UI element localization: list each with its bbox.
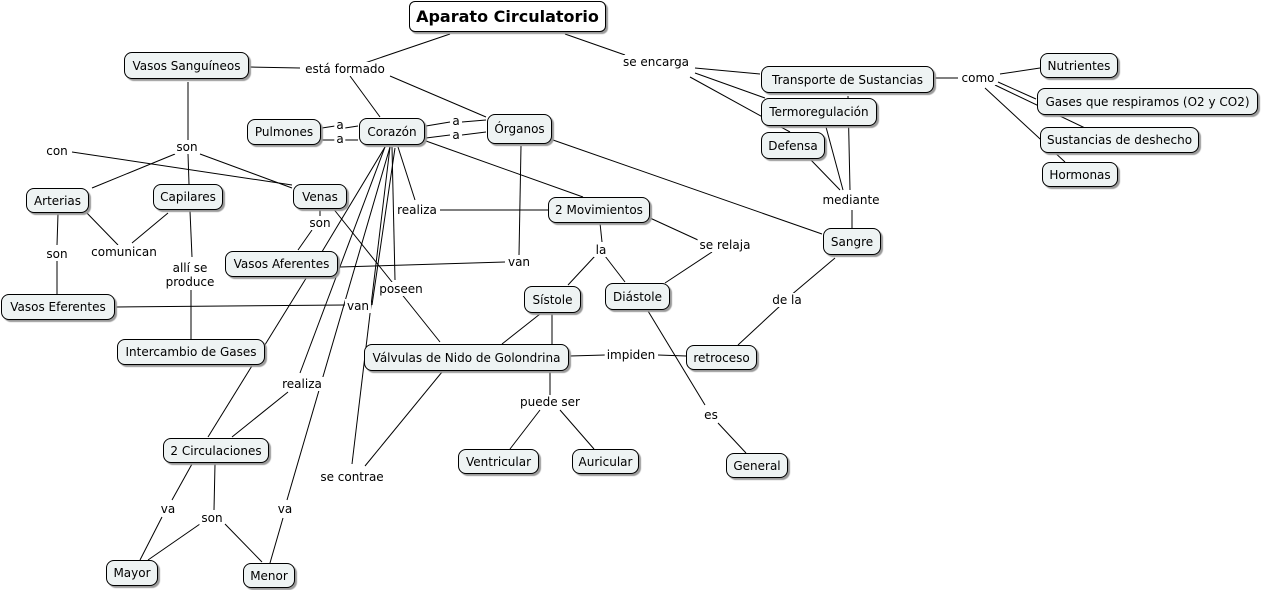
node-label: Transporte de Sustancias bbox=[772, 72, 923, 87]
node-label: Arterias bbox=[33, 193, 82, 208]
node-label: Órganos bbox=[494, 122, 545, 136]
node-sangre[interactable]: Sangre bbox=[823, 228, 881, 255]
node-label: Sangre bbox=[830, 234, 874, 249]
node-label: Válvulas de Nido de Golondrina bbox=[372, 350, 561, 365]
link-se-relaja: se relaja bbox=[697, 238, 753, 252]
node-label: 2 Movimientos bbox=[555, 203, 643, 217]
node-label: Hormonas bbox=[1049, 167, 1111, 182]
node-defensa[interactable]: Defensa bbox=[761, 132, 825, 159]
link-se-encarga: se encarga bbox=[620, 55, 692, 69]
node-retroceso[interactable]: retroceso bbox=[686, 345, 757, 370]
link-van: van bbox=[344, 299, 372, 313]
node-intercambio-gases[interactable]: Intercambio de Gases bbox=[117, 339, 265, 365]
node-auricular[interactable]: Auricular bbox=[572, 449, 639, 474]
node-gases-respiramos[interactable]: Gases que respiramos (O2 y CO2) bbox=[1037, 88, 1258, 115]
node-label: Ventricular bbox=[465, 454, 532, 469]
node-label: Capilares bbox=[160, 190, 216, 204]
node-label: Mayor bbox=[113, 566, 151, 580]
link-se-contrae: se contrae bbox=[318, 470, 386, 484]
link-puede-ser: puede ser bbox=[518, 395, 582, 409]
link-esta-formado: está formado bbox=[303, 62, 387, 76]
node-vasos-aferentes[interactable]: Vasos Aferentes bbox=[225, 251, 338, 277]
link-son: son bbox=[199, 511, 225, 525]
node-label: Vasos Eferentes bbox=[10, 300, 106, 314]
node-termoregulacion[interactable]: Termoregulación bbox=[761, 98, 877, 126]
node-arterias[interactable]: Arterias bbox=[26, 188, 89, 213]
link-va: va bbox=[158, 502, 178, 516]
node-transporte[interactable]: Transporte de Sustancias bbox=[761, 66, 934, 93]
node-label: 2 Circulaciones bbox=[170, 443, 262, 458]
link-es: es bbox=[702, 408, 720, 422]
link-a: a bbox=[450, 128, 462, 142]
node-2-movimientos[interactable]: 2 Movimientos bbox=[548, 197, 650, 223]
node-general[interactable]: General bbox=[726, 453, 788, 478]
node-valvulas[interactable]: Válvulas de Nido de Golondrina bbox=[364, 344, 569, 371]
link-realiza: realiza bbox=[395, 203, 439, 217]
node-mayor[interactable]: Mayor bbox=[106, 560, 158, 586]
link-text-line: allí se bbox=[172, 261, 208, 275]
node-nutrientes[interactable]: Nutrientes bbox=[1040, 53, 1118, 78]
title-node[interactable]: Aparato Circulatorio bbox=[409, 1, 606, 32]
node-label: General bbox=[733, 458, 781, 473]
node-label: Diástole bbox=[613, 289, 662, 304]
link-va: va bbox=[275, 502, 295, 516]
link-con: con bbox=[44, 144, 70, 158]
link-comunican: comunican bbox=[89, 245, 159, 259]
node-label: Nutrientes bbox=[1047, 58, 1111, 73]
node-label: Pulmones bbox=[254, 125, 314, 139]
node-label: Sustancias de deshecho bbox=[1046, 133, 1193, 147]
node-label: Venas bbox=[302, 189, 338, 204]
link-impiden: impiden bbox=[604, 348, 658, 362]
node-hormonas[interactable]: Hormonas bbox=[1042, 162, 1118, 187]
link-realiza: realiza bbox=[280, 377, 324, 391]
node-label: Vasos Aferentes bbox=[233, 257, 330, 271]
link-text-line: produce bbox=[165, 275, 215, 289]
node-label: Auricular bbox=[578, 454, 633, 469]
title-text: Aparato Circulatorio bbox=[416, 7, 599, 26]
link-van: van bbox=[505, 255, 533, 269]
node-label: Corazón bbox=[367, 124, 417, 139]
node-label: Intercambio de Gases bbox=[125, 345, 257, 359]
node-diastole[interactable]: Diástole bbox=[605, 283, 670, 310]
node-vasos-eferentes[interactable]: Vasos Eferentes bbox=[1, 294, 115, 320]
node-venas[interactable]: Venas bbox=[293, 184, 347, 209]
link-poseen: poseen bbox=[377, 282, 425, 296]
node-sistole[interactable]: Sístole bbox=[524, 286, 581, 313]
link-son: son bbox=[44, 247, 70, 261]
link-mediante: mediante bbox=[820, 193, 882, 207]
node-menor[interactable]: Menor bbox=[243, 563, 295, 588]
node-capilares[interactable]: Capilares bbox=[153, 184, 223, 210]
node-label: Termoregulación bbox=[769, 105, 869, 119]
link-alli-se-produce: allí se produce bbox=[163, 261, 217, 289]
node-label: Sístole bbox=[532, 292, 573, 307]
node-2-circulaciones[interactable]: 2 Circulaciones bbox=[163, 438, 269, 463]
link-como: como bbox=[959, 71, 997, 85]
node-label: Gases que respiramos (O2 y CO2) bbox=[1045, 94, 1250, 109]
link-la: la bbox=[593, 243, 609, 257]
link-de-la: de la bbox=[770, 293, 804, 307]
link-a: a bbox=[334, 132, 346, 146]
node-vasos-sanguineos[interactable]: Vasos Sanguíneos bbox=[124, 52, 249, 79]
node-label: retroceso bbox=[693, 350, 750, 365]
node-corazon[interactable]: Corazón bbox=[359, 118, 425, 145]
node-label: Defensa bbox=[768, 138, 818, 153]
node-ventricular[interactable]: Ventricular bbox=[458, 449, 539, 474]
link-a: a bbox=[334, 118, 346, 132]
node-label: Menor bbox=[250, 568, 288, 583]
node-label: Vasos Sanguíneos bbox=[132, 58, 241, 73]
link-son: son bbox=[307, 216, 333, 230]
node-sustancias-deshecho[interactable]: Sustancias de deshecho bbox=[1040, 127, 1199, 153]
link-son: son bbox=[174, 140, 200, 154]
link-a: a bbox=[450, 114, 462, 128]
node-pulmones[interactable]: Pulmones bbox=[247, 119, 321, 145]
node-organos[interactable]: Órganos bbox=[487, 114, 552, 144]
